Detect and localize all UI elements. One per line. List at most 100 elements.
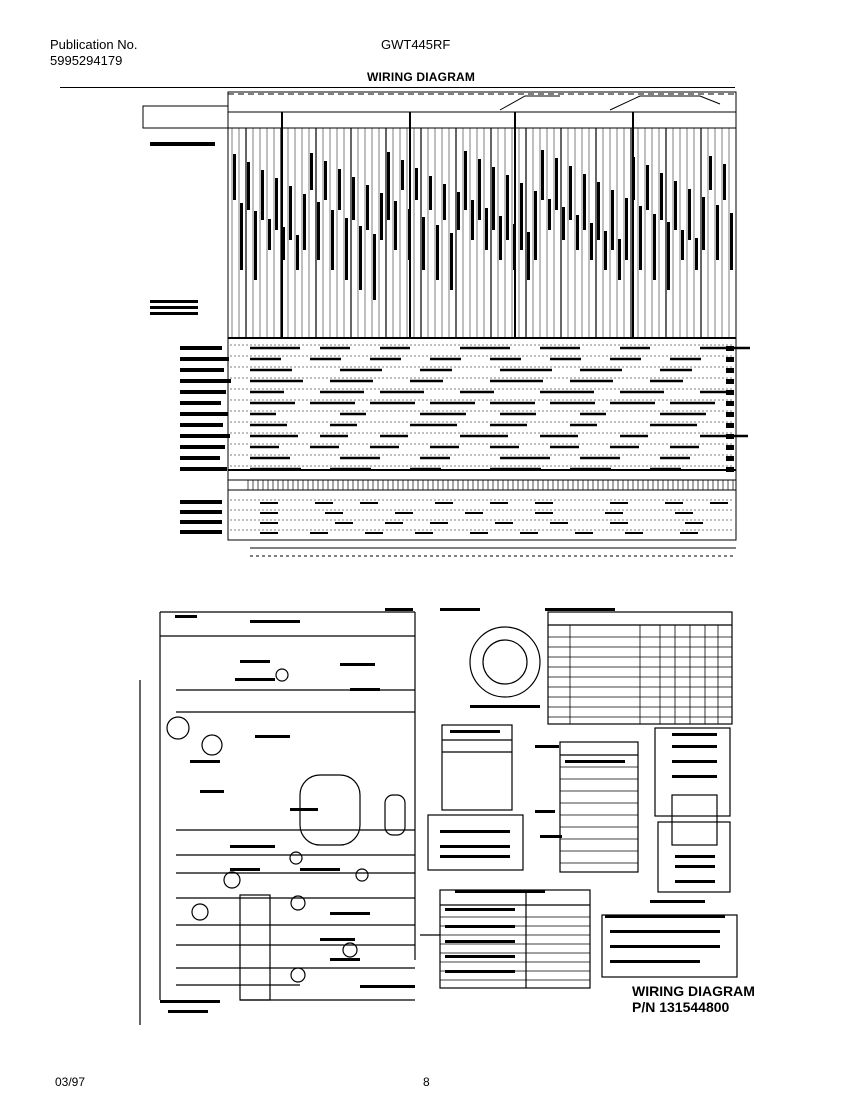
schematic-label-block: [340, 663, 375, 666]
timing-column-text: [471, 200, 474, 240]
timing-column-text: [352, 177, 355, 220]
row-label-block: [180, 423, 223, 427]
schematic-label-block: [255, 735, 290, 738]
timing-column-text: [387, 152, 390, 220]
schematic-label-block: [650, 900, 705, 903]
timing-column-text: [275, 178, 278, 230]
footer-date: 03/97: [55, 1075, 86, 1089]
timing-column-text: [345, 218, 348, 280]
schematic-label-block: [445, 940, 515, 943]
timing-column-text: [618, 239, 621, 280]
schematic-label-block: [675, 880, 715, 883]
timing-column-text: [394, 201, 397, 250]
row-end-block: [726, 346, 734, 351]
timing-column-text: [646, 165, 649, 210]
row-label-block: [180, 510, 222, 514]
timing-column-text: [380, 193, 383, 240]
schematic-label-block: [610, 960, 700, 963]
schematic-label-block: [535, 810, 555, 813]
timing-column-text: [310, 153, 313, 190]
row-end-block: [726, 423, 734, 428]
timing-column-text: [296, 235, 299, 270]
schematic-label-block: [200, 790, 224, 793]
timing-column-text: [450, 233, 453, 290]
timing-column-text: [247, 162, 250, 210]
timing-column-text: [569, 166, 572, 220]
schematic-label-block: [672, 775, 717, 778]
model-number: GWT445RF: [381, 37, 451, 52]
schematic-label-block: [672, 733, 717, 736]
timing-column-text: [331, 210, 334, 270]
schematic-label-block: [330, 958, 360, 961]
timing-rows: [230, 344, 750, 534]
motor-connector-block: [671, 794, 718, 846]
timing-column-text: [457, 192, 460, 230]
timing-column-text: [688, 189, 691, 240]
timing-column-text: [261, 170, 264, 220]
timing-column-text: [527, 232, 530, 280]
timing-column-text: [317, 202, 320, 260]
schematic-label-block: [605, 915, 725, 918]
timing-column-text: [597, 182, 600, 240]
timing-chart-frame: [227, 91, 737, 541]
row-end-block: [726, 390, 734, 395]
schematic-label-block: [300, 868, 340, 871]
schematic-label-block: [545, 608, 615, 611]
row-label-block: [180, 379, 231, 383]
timing-columns: [231, 112, 733, 338]
schematic-label-block: [450, 730, 500, 733]
timing-column-text: [415, 168, 418, 200]
schematic-label-block: [175, 615, 197, 618]
schematic-label-block: [235, 678, 275, 681]
timing-column-text: [429, 176, 432, 210]
schematic-label-block: [470, 705, 540, 708]
schematic-label-block: [610, 930, 720, 933]
row-end-block: [726, 368, 734, 373]
timing-column-text: [709, 156, 712, 190]
publication-number: 5995294179: [50, 53, 123, 68]
schematic-label-block: [445, 908, 515, 911]
schematic-label-block: [330, 912, 370, 915]
timing-column-text: [492, 167, 495, 230]
schematic-label-block: [675, 855, 715, 858]
schematic-label-block: [445, 925, 515, 928]
schematic-label-block: [535, 745, 559, 748]
row-end-block: [726, 357, 734, 362]
timing-column-text: [254, 211, 257, 280]
diagram-caption-part-number: P/N 131544800: [632, 999, 730, 1015]
timing-column-text: [240, 203, 243, 270]
schematic-label-block: [190, 760, 220, 763]
timing-column-text: [534, 191, 537, 260]
schematic-label-block: [455, 890, 545, 893]
timing-column-text: [590, 223, 593, 260]
timing-column-text: [660, 173, 663, 220]
timing-row-labels: [180, 346, 734, 534]
row-label-block: [180, 530, 222, 534]
row-end-block: [726, 467, 734, 472]
schematic-label-block: [160, 1000, 220, 1003]
schematic-label-block: [610, 945, 720, 948]
schematic-label-block: [240, 660, 270, 663]
timing-column-text: [338, 169, 341, 210]
row-end-block: [726, 434, 734, 439]
schematic-label-block: [440, 830, 510, 833]
timing-column-text: [443, 184, 446, 220]
timing-column-text: [464, 151, 467, 210]
schematic-label-block: [675, 865, 715, 868]
row-label-block: [180, 401, 221, 405]
row-end-block: [726, 445, 734, 450]
timing-column-text: [289, 186, 292, 240]
timing-column-text: [506, 175, 509, 240]
timing-column-text: [667, 222, 670, 290]
title-rule: [60, 87, 735, 88]
timing-column-text: [478, 159, 481, 220]
schematic-label-block: [320, 938, 355, 941]
schematic-label-block: [440, 855, 510, 858]
timing-column-text: [233, 154, 236, 200]
schematic-label-block: [445, 970, 515, 973]
timing-column-text: [520, 183, 523, 250]
diagram-caption: WIRING DIAGRAM P/N 131544800: [632, 983, 755, 1015]
schematic-label-block: [290, 808, 318, 811]
schematic-label-block: [440, 608, 480, 611]
